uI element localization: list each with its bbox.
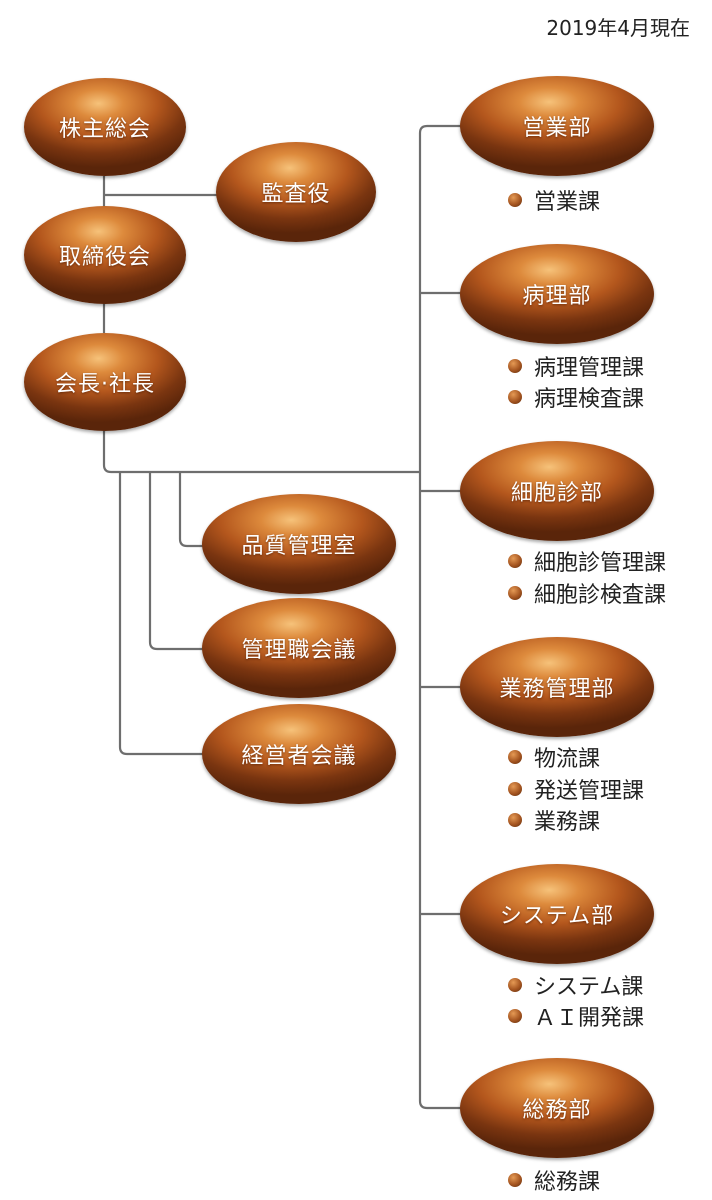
bullet-icon [508, 193, 522, 207]
bullet-icon [508, 978, 522, 992]
section-item: 業務課 [508, 804, 600, 836]
section-item: 物流課 [508, 741, 600, 773]
department-node-sales: 営業部 [460, 76, 654, 176]
board-of-directors-node: 取締役会 [24, 206, 186, 304]
bullet-icon [508, 554, 522, 568]
section-item: 細胞診検査課 [508, 577, 666, 609]
department-node-general-affairs: 総務部 [460, 1058, 654, 1158]
section-label: 業務課 [534, 810, 601, 835]
bullet-icon [508, 359, 522, 373]
department-node-pathology: 病理部 [460, 244, 654, 344]
section-item: 病理管理課 [508, 350, 644, 382]
managers-meeting-node: 管理職会議 [202, 598, 396, 698]
bullet-icon [508, 586, 522, 600]
bullet-icon [508, 1173, 522, 1187]
executive-meeting-node: 経営者会議 [202, 704, 396, 804]
section-label: 病理検査課 [534, 387, 645, 412]
section-item: 営業課 [508, 184, 600, 216]
section-item: 総務課 [508, 1164, 600, 1196]
department-node-cytology: 細胞診部 [460, 441, 654, 541]
bullet-icon [508, 750, 522, 764]
section-label: 物流課 [534, 747, 601, 772]
section-label: システム課 [534, 975, 644, 1000]
section-item: 発送管理課 [508, 773, 644, 805]
section-label: ＡＩ開発課 [534, 1006, 645, 1031]
section-label: 細胞診検査課 [534, 583, 667, 608]
quality-control-office-node: 品質管理室 [202, 494, 396, 594]
section-label: 病理管理課 [534, 356, 645, 381]
section-item: ＡＩ開発課 [508, 1000, 644, 1032]
bullet-icon [508, 390, 522, 404]
section-item: システム課 [508, 969, 643, 1001]
section-label: 発送管理課 [534, 779, 645, 804]
date-label: 2019年4月現在 [546, 16, 690, 40]
department-node-systems: システム部 [460, 864, 654, 964]
section-item: 病理検査課 [508, 381, 644, 413]
section-label: 総務課 [534, 1170, 601, 1195]
bullet-icon [508, 1009, 522, 1023]
bullet-icon [508, 813, 522, 827]
section-label: 営業課 [534, 190, 601, 215]
chairman-president-node: 会長·社長 [24, 333, 186, 431]
bullet-icon [508, 782, 522, 796]
department-node-operations: 業務管理部 [460, 637, 654, 737]
auditor-node: 監査役 [216, 142, 376, 242]
shareholders-meeting-node: 株主総会 [24, 78, 186, 176]
section-label: 細胞診管理課 [534, 551, 667, 576]
section-item: 細胞診管理課 [508, 545, 666, 577]
